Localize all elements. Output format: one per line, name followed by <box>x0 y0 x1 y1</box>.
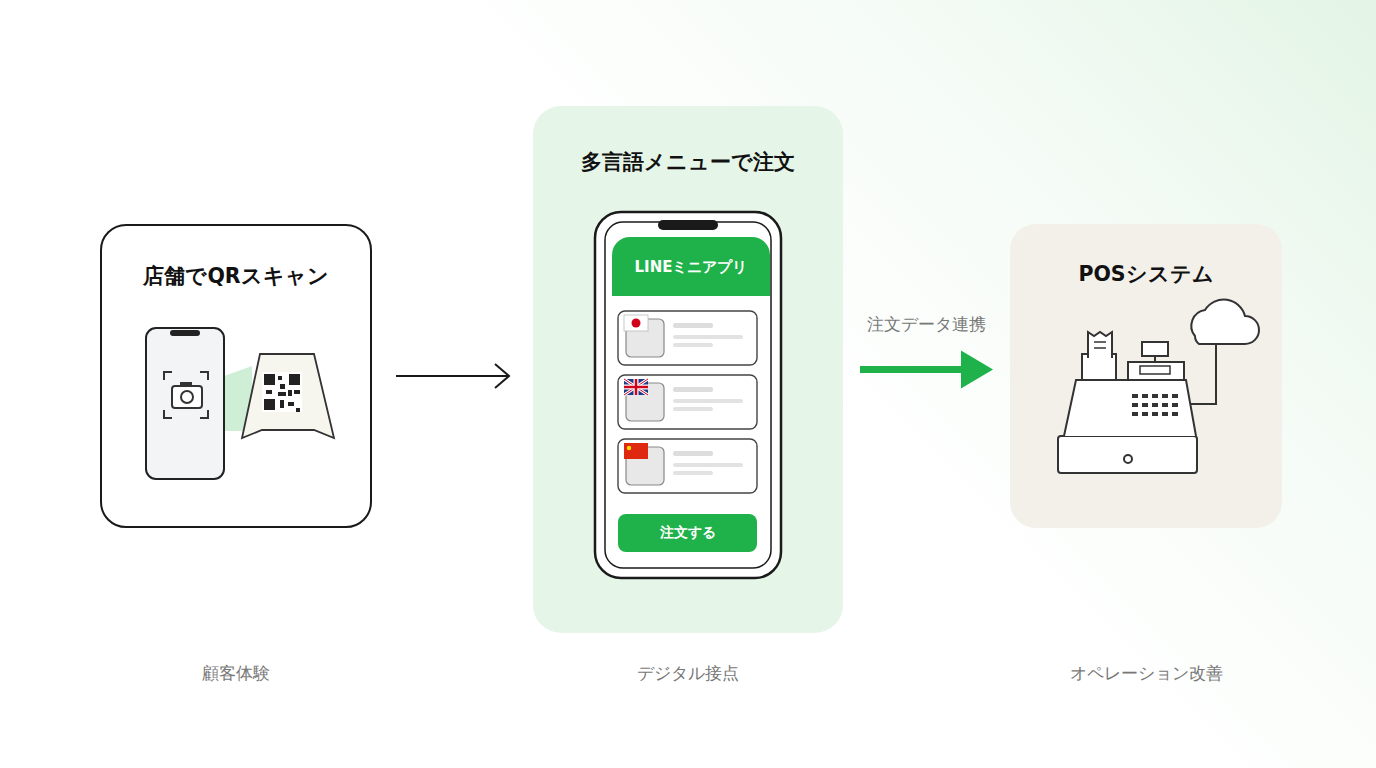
node-text: POSシステム <box>1010 260 1282 288</box>
edge-label: 注文データ連携 <box>864 313 989 336</box>
order-button: 注文する <box>618 514 757 552</box>
panel-box: 多言語メニューで注文 LINEミニアプリ注文する <box>533 106 843 633</box>
process-box: POSシステム <box>1010 224 1282 528</box>
stage-label: 顧客体験 <box>202 662 270 685</box>
phone-illustration <box>533 106 843 633</box>
stage-label: デジタル接点 <box>637 662 739 685</box>
node-text: 多言語メニューで注文 <box>533 148 843 176</box>
process-box: 店舗でQRスキャン <box>100 224 372 528</box>
flow-arrow <box>396 364 509 388</box>
node-text: 注文する <box>618 524 757 542</box>
node-text: LINEミニアプリ <box>612 257 770 276</box>
app-header: LINEミニアプリ <box>612 237 770 296</box>
node-text: 店舗でQRスキャン <box>102 262 370 290</box>
stage-label: オペレーション改善 <box>1070 662 1223 685</box>
flow-arrow <box>860 351 993 389</box>
